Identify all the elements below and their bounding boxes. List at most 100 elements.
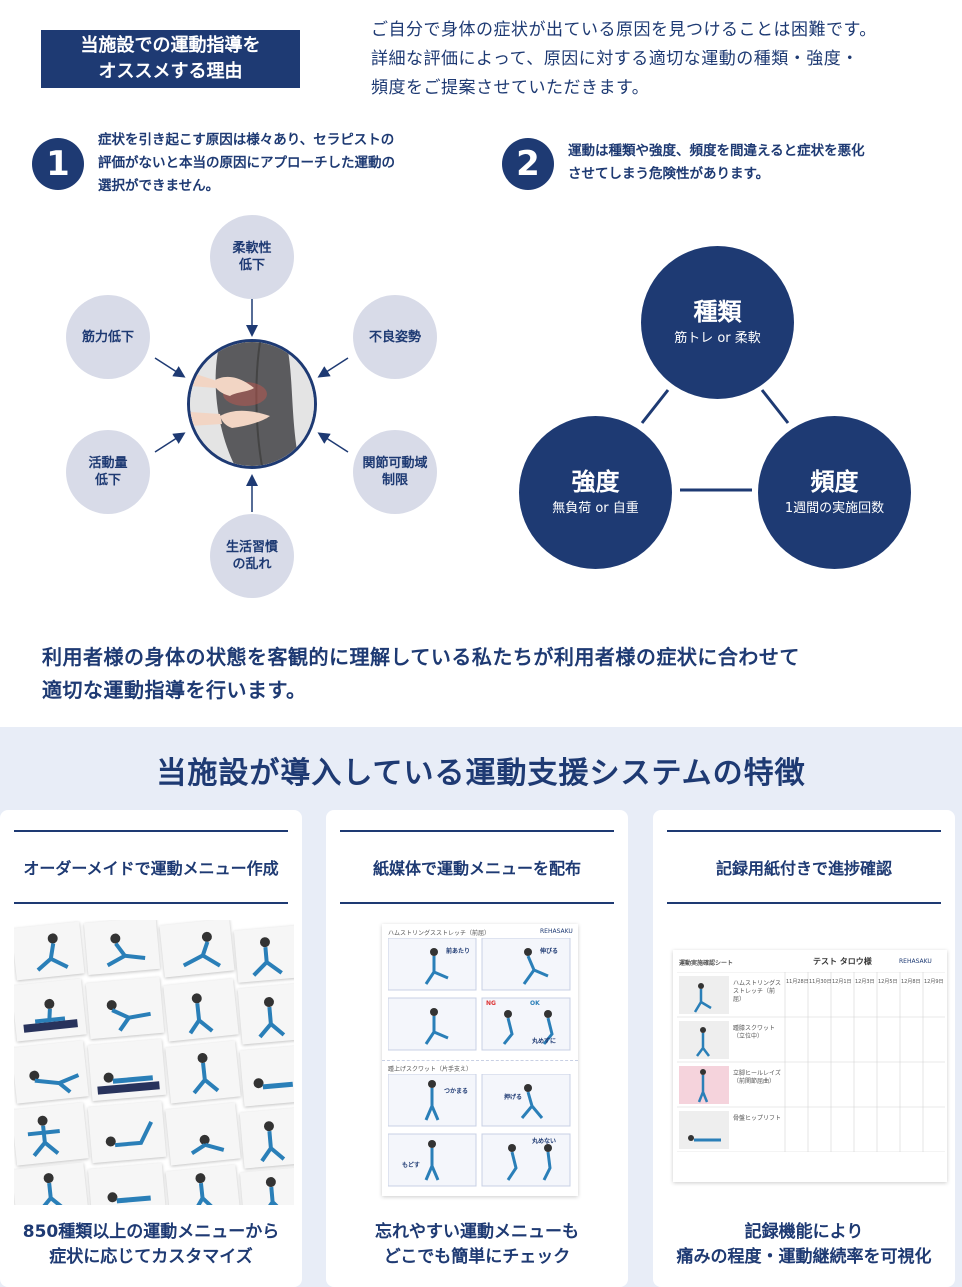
factor-intensity-sub: 無負荷 or 自重: [552, 500, 639, 516]
feature-card-record-sheet: 記録用紙付きで進捗確認 運動実施確認シート テスト タロウ様 REHASAKU: [653, 810, 955, 1287]
reason-2-text: 運動は種類や強度、頻度を間違えると症状を悪化 させてしまう危険性があります。: [568, 140, 948, 186]
feature-card-2-caption: 忘れやすい運動メニューも どこでも簡単にチェック: [326, 1220, 628, 1270]
factor-intensity-circle: 強度 無負荷 or 自重: [519, 416, 672, 569]
intro-line1: ご自分で身体の症状が出ている原因を見つけることは困難です。: [371, 20, 877, 40]
feature-card-3-heading: 記録用紙付きで進捗確認: [667, 830, 941, 904]
exercise-thumb: [159, 920, 235, 978]
intro-text: ご自分で身体の症状が出ている原因を見つけることは困難です。 詳細な評価によって、…: [371, 16, 956, 103]
sheet1-label: 前あたり: [446, 948, 471, 955]
record-date: 12月3日: [855, 979, 875, 985]
exercise-thumb: [14, 1040, 89, 1104]
sheet1-label: 伸びる: [540, 948, 559, 955]
reason-title-box: 当施設での運動指導を オススメする理由: [41, 30, 300, 88]
reason-1-line1: 症状を引き起こす原因は様々あり、セラピストの: [98, 132, 395, 148]
factor-frequency-circle: 頻度 1週間の実施回数: [758, 416, 911, 569]
reason-1-line2: 評価がないと本当の原因にアプローチした運動の: [98, 155, 395, 171]
record-date: 12月9日: [924, 979, 944, 985]
exercise-thumb: [237, 983, 294, 1045]
factor-frequency-sub: 1週間の実施回数: [784, 500, 885, 516]
cause-joint-range: 関節可動域 制限: [353, 430, 437, 514]
record-date: 12月5日: [878, 979, 898, 985]
exercise-thumb: [87, 1100, 167, 1164]
factor-type-sub: 筋トレ or 柔軟: [674, 330, 761, 346]
feature-card-2-heading: 紙媒体で運動メニューを配布: [340, 830, 614, 904]
reason-2-line2: させてしまう危険性があります。: [568, 166, 770, 182]
record-date: 11月30日: [809, 979, 832, 985]
intro-line2: 詳細な評価によって、原因に対する適切な運動の種類・強度・: [371, 49, 859, 69]
sheet2-steps: [388, 1074, 571, 1187]
factor-type-title: 種類: [693, 297, 742, 326]
sheet1-steps: [388, 938, 571, 1051]
feature-card-paper-menu: 紙媒体で運動メニューを配布 ハムストリングスストレッチ（前屈） REHASAKU…: [326, 810, 628, 1287]
record-date: 12月8日: [901, 979, 921, 985]
sheet1-label: 丸めずに: [532, 1038, 557, 1045]
reason-title-line2: オススメする理由: [98, 61, 243, 82]
factor-intensity-title: 強度: [571, 467, 620, 496]
exercise-thumb: [14, 1102, 89, 1166]
summary-text: 利用者様の身体の状態を客観的に理解している私たちが利用者様の症状に合わせて 適切…: [42, 641, 952, 707]
exercise-thumb: [85, 976, 165, 1040]
sheet1-brand: REHASAKU: [540, 928, 573, 935]
exercise-thumb: [14, 1162, 89, 1205]
record-row-label: ハムストリングスストレッチ（前屈）: [733, 980, 782, 1003]
reason-title-line1: 当施設での運動指導を: [80, 35, 261, 56]
exercise-thumb: [87, 1162, 167, 1205]
reason-number-1: 1: [32, 138, 84, 190]
exercise-collage: [14, 920, 294, 1205]
cause-muscle-weakness: 筋力低下: [66, 295, 150, 379]
record-row-label: 骨盤ヒップリフト: [733, 1115, 782, 1122]
sheet2-label: 丸めない: [532, 1138, 557, 1145]
factor-frequency-title: 頻度: [810, 467, 859, 496]
factor-type-circle: 種類 筋トレ or 柔軟: [641, 246, 794, 399]
exercise-thumb: [14, 978, 87, 1042]
record-brand: REHASAKU: [899, 958, 932, 965]
cause-flexibility: 柔軟性 低下: [210, 215, 294, 299]
system-title: 当施設が導入している運動支援システムの特徴: [156, 756, 806, 791]
reason-1-line3: 選択ができません。: [98, 178, 220, 194]
exercise-thumb: [239, 1167, 294, 1205]
record-row-label: 踵膝スクワット（立位中）: [733, 1025, 776, 1040]
feature-card-1-caption: 850種類以上の運動メニューから 症状に応じてカスタマイズ: [0, 1220, 302, 1270]
exercise-thumb: [165, 1164, 241, 1205]
exercise-thumb: [83, 920, 161, 976]
feature-card-1-caption-line1: 850種類以上の運動メニューから: [22, 1222, 280, 1242]
exercise-thumb: [163, 978, 239, 1042]
feature-card-3-caption: 記録機能により 痛みの程度・運動継続率を可視化: [653, 1220, 955, 1270]
sheet1-label: NG: [486, 1000, 496, 1007]
exercise-thumb: [239, 1107, 294, 1169]
exercise-thumb: [14, 921, 85, 981]
reason-2-line1: 運動は種類や強度、頻度を間違えると症状を悪化: [568, 143, 865, 159]
reason-number-2: 2: [502, 138, 554, 190]
cause-posture: 不良姿勢: [353, 295, 437, 379]
feature-card-2-caption-line2: どこでも簡単にチェック: [383, 1247, 571, 1267]
record-date: 11月28日: [786, 979, 809, 985]
back-pain-photo: [187, 339, 317, 469]
exercise-thumb: [165, 1102, 241, 1166]
record-sheet-preview: 運動実施確認シート テスト タロウ様 REHASAKU: [673, 950, 947, 1182]
summary-line2: 適切な運動指導を行います。: [42, 678, 307, 702]
exercise-thumb: [239, 1045, 294, 1107]
feature-card-3-caption-line1: 記録機能により: [744, 1222, 864, 1242]
feature-card-1-caption-line2: 症状に応じてカスタマイズ: [49, 1247, 253, 1267]
feature-card-1-heading: オーダーメイドで運動メニュー作成: [14, 830, 288, 904]
record-name: テスト タロウ様: [813, 957, 872, 966]
sheet-divider: [382, 1060, 578, 1061]
record-title: 運動実施確認シート: [679, 960, 734, 967]
sheet2-label: もどす: [402, 1162, 420, 1169]
back-pain-illustration: [190, 342, 314, 466]
record-row-label: 立脚ヒールレイズ（前関節屈曲）: [733, 1070, 781, 1085]
cause-activity: 活動量 低下: [66, 430, 150, 514]
reason-1-text: 症状を引き起こす原因は様々あり、セラピストの 評価がないと本当の原因にアプローチ…: [98, 129, 478, 198]
sheet1-title: ハムストリングスストレッチ（前屈）: [388, 930, 491, 937]
paper-menu-preview: ハムストリングスストレッチ（前屈） REHASAKU 前あたり 伸びる NG O…: [382, 924, 578, 1196]
summary-line1: 利用者様の身体の状態を客観的に理解している私たちが利用者様の症状に合わせて: [42, 645, 800, 669]
record-date: 12月1日: [832, 979, 852, 985]
sheet1-label: OK: [530, 1000, 540, 1007]
cause-arrows: [154, 298, 349, 512]
exercise-thumb: [165, 1040, 241, 1104]
record-table-grid: [677, 972, 945, 1152]
exercise-thumb: [233, 925, 294, 983]
intro-line3: 頻度をご提案させていただきます。: [371, 78, 650, 98]
sheet2-label: 押げる: [504, 1094, 523, 1101]
sheet2-label: つかまる: [444, 1088, 469, 1095]
